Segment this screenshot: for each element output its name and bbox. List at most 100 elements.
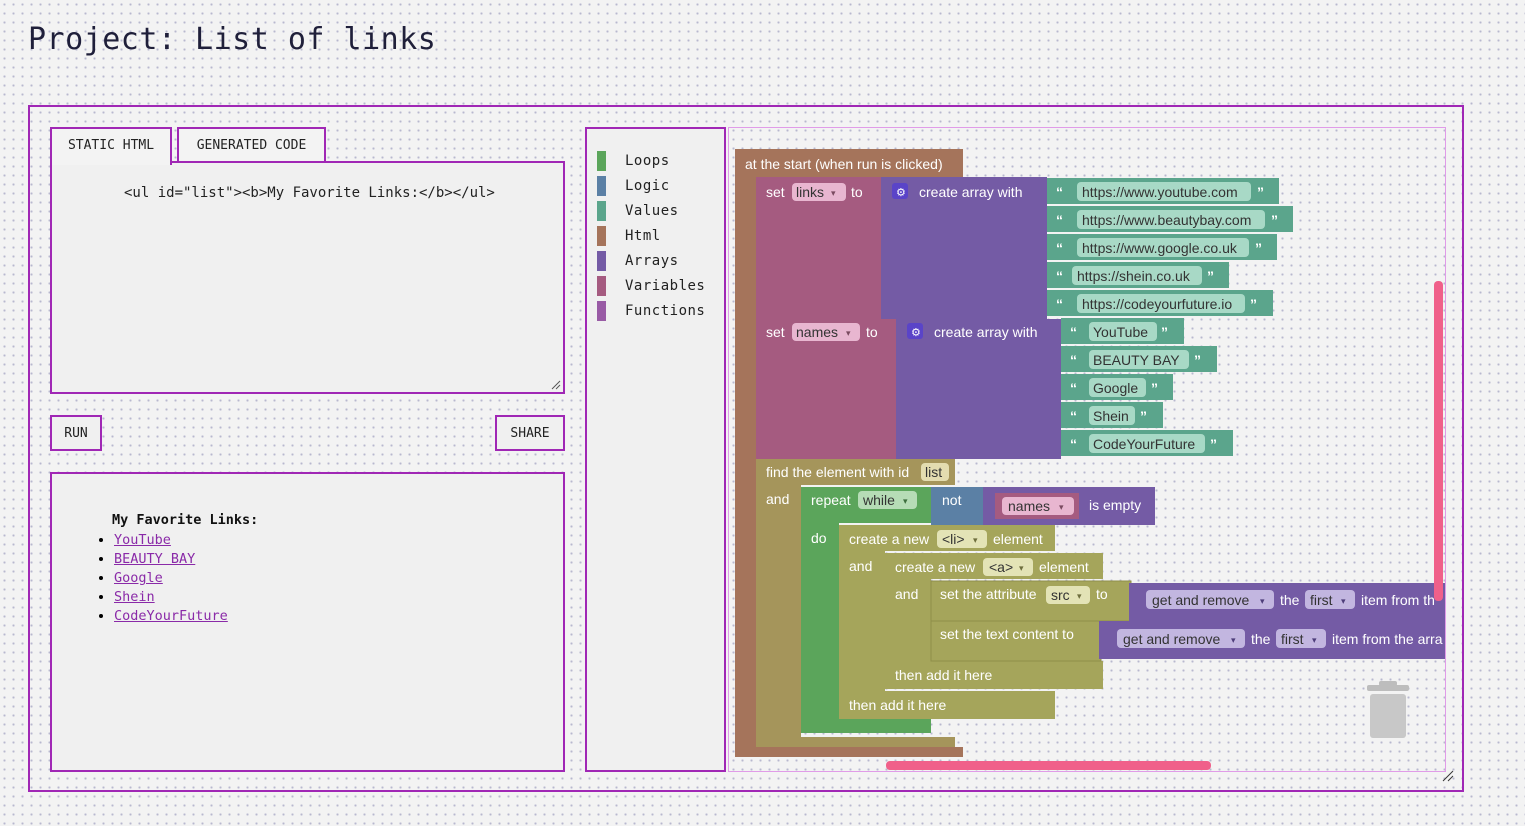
- create-array-links-block[interactable]: [881, 177, 1047, 319]
- src-label: src: [1051, 587, 1070, 603]
- set-text-block[interactable]: [930, 620, 1102, 662]
- first-label: first: [1281, 631, 1304, 647]
- get-remove-dropdown[interactable]: [1146, 590, 1274, 609]
- gear-icon[interactable]: [907, 323, 923, 339]
- page-title: Project: List of links: [28, 22, 437, 57]
- do-word: do: [811, 530, 827, 546]
- category-color-swatch: [597, 251, 606, 271]
- item-from-label: item from the arra: [1332, 631, 1443, 647]
- close-quote: ”: [1250, 296, 1257, 312]
- toolbox-category-label: Functions: [625, 303, 706, 319]
- toolbox-category-values[interactable]: Values: [597, 201, 717, 223]
- vertical-scrollbar[interactable]: [1434, 281, 1443, 601]
- set-attribute-block[interactable]: [930, 580, 1132, 622]
- run-button[interactable]: RUN: [50, 415, 102, 451]
- toolbox-category-arrays[interactable]: Arrays: [597, 251, 717, 273]
- var-links-dropdown[interactable]: [792, 183, 846, 201]
- set-names-block[interactable]: [756, 319, 899, 459]
- value-text: Shein: [1093, 408, 1129, 424]
- create-li-block[interactable]: [839, 525, 1055, 719]
- value-field[interactable]: [1072, 266, 1202, 285]
- value-text: BEAUTY BAY: [1093, 352, 1180, 368]
- chevron-down-icon: ▾: [1019, 563, 1024, 573]
- li-tag-dropdown[interactable]: [937, 530, 987, 548]
- horizontal-scrollbar[interactable]: [886, 761, 1211, 770]
- toolbox-category-loops[interactable]: Loops: [597, 151, 717, 173]
- the-word: the: [1251, 631, 1271, 647]
- src-field[interactable]: [1046, 586, 1090, 604]
- create-new-label: create a new: [849, 531, 930, 547]
- value-text: https://shein.co.uk: [1077, 268, 1191, 284]
- toolbox-category-label: Arrays: [625, 253, 679, 269]
- get-remove-dropdown[interactable]: [1117, 629, 1245, 648]
- tab-generated-code[interactable]: GENERATED CODE: [177, 127, 326, 163]
- value-field[interactable]: [1089, 434, 1205, 453]
- while-dropdown[interactable]: [858, 491, 917, 509]
- output-link-list: YouTube BEAUTY BAY Google Shein CodeYour…: [94, 531, 228, 626]
- var-names-dropdown[interactable]: [792, 323, 860, 341]
- value-field[interactable]: [1089, 350, 1189, 369]
- value-field[interactable]: [1089, 378, 1146, 397]
- list-item: Google: [114, 569, 228, 588]
- a-tag-dropdown[interactable]: [983, 558, 1033, 576]
- then-add-label: then add it here: [849, 697, 947, 713]
- value-field[interactable]: [1077, 294, 1245, 313]
- chevron-down-icon: ▾: [1260, 596, 1265, 606]
- find-element-block[interactable]: [756, 459, 955, 747]
- blocks-workspace[interactable]: at the start (when run is clicked) set l…: [728, 127, 1446, 772]
- value-text: https://www.google.co.uk: [1082, 240, 1238, 256]
- toolbox-category-logic[interactable]: Logic: [597, 176, 717, 198]
- output-link-google[interactable]: Google: [114, 570, 163, 586]
- element-word: element: [1039, 559, 1089, 575]
- repeat-while-block[interactable]: [801, 487, 931, 733]
- create-array-names-block[interactable]: [896, 319, 1061, 459]
- not-block[interactable]: [931, 487, 983, 525]
- while-label: while: [862, 492, 895, 508]
- editor-frame: [28, 105, 1464, 792]
- blocks-canvas[interactable]: at the start (when run is clicked) set l…: [729, 128, 1446, 772]
- resize-handle-icon[interactable]: [551, 380, 561, 390]
- value-text: YouTube: [1093, 324, 1148, 340]
- open-quote: “: [1070, 408, 1077, 424]
- set-links-block[interactable]: [756, 177, 884, 319]
- gear-icon[interactable]: [892, 183, 908, 199]
- tab-static-html[interactable]: STATIC HTML: [50, 127, 172, 165]
- names-variable-label: names: [1008, 498, 1050, 514]
- output-link-youtube[interactable]: YouTube: [114, 532, 171, 548]
- output-link-beautybay[interactable]: BEAUTY BAY: [114, 551, 196, 567]
- find-id-field[interactable]: [921, 463, 949, 481]
- output-link-shein[interactable]: Shein: [114, 589, 155, 605]
- first-dropdown[interactable]: [1276, 629, 1326, 648]
- toolbox-category-label: Values: [625, 203, 679, 219]
- static-html-code[interactable]: <ul id="list"><b>My Favorite Links:</b><…: [124, 185, 495, 201]
- trash-icon[interactable]: [1367, 681, 1409, 738]
- value-field[interactable]: [1077, 238, 1249, 257]
- workspace-resize-icon[interactable]: [1442, 770, 1454, 782]
- open-quote: “: [1056, 240, 1063, 256]
- output-link-codeyourfuture[interactable]: CodeYourFuture: [114, 608, 228, 624]
- the-word: the: [1280, 592, 1300, 608]
- value-field[interactable]: [1077, 210, 1265, 229]
- value-field[interactable]: [1077, 182, 1251, 201]
- value-field[interactable]: [1089, 322, 1157, 341]
- to-word: to: [1096, 586, 1108, 602]
- share-button[interactable]: SHARE: [495, 415, 565, 451]
- first-dropdown[interactable]: [1305, 590, 1355, 609]
- open-quote: “: [1056, 184, 1063, 200]
- static-html-editor[interactable]: <ul id="list"><b>My Favorite Links:</b><…: [50, 161, 565, 394]
- close-quote: ”: [1257, 184, 1264, 200]
- toolbox-category-html[interactable]: Html: [597, 226, 717, 248]
- list-item: Shein: [114, 588, 228, 607]
- category-color-swatch: [597, 176, 606, 196]
- toolbox-category-variables[interactable]: Variables: [597, 276, 717, 298]
- create-a-block[interactable]: [885, 553, 1103, 689]
- a-tag-label: <a>: [989, 559, 1013, 575]
- list-item: CodeYourFuture: [114, 607, 228, 626]
- names-variable-dropdown[interactable]: [1002, 497, 1074, 515]
- chevron-down-icon: ▾: [1059, 502, 1064, 512]
- close-quote: ”: [1210, 436, 1217, 452]
- toolbox-category-functions[interactable]: Functions: [597, 301, 717, 323]
- chevron-down-icon: ▾: [1312, 635, 1317, 645]
- create-array-label: create array with: [919, 184, 1022, 200]
- value-field[interactable]: [1089, 406, 1135, 425]
